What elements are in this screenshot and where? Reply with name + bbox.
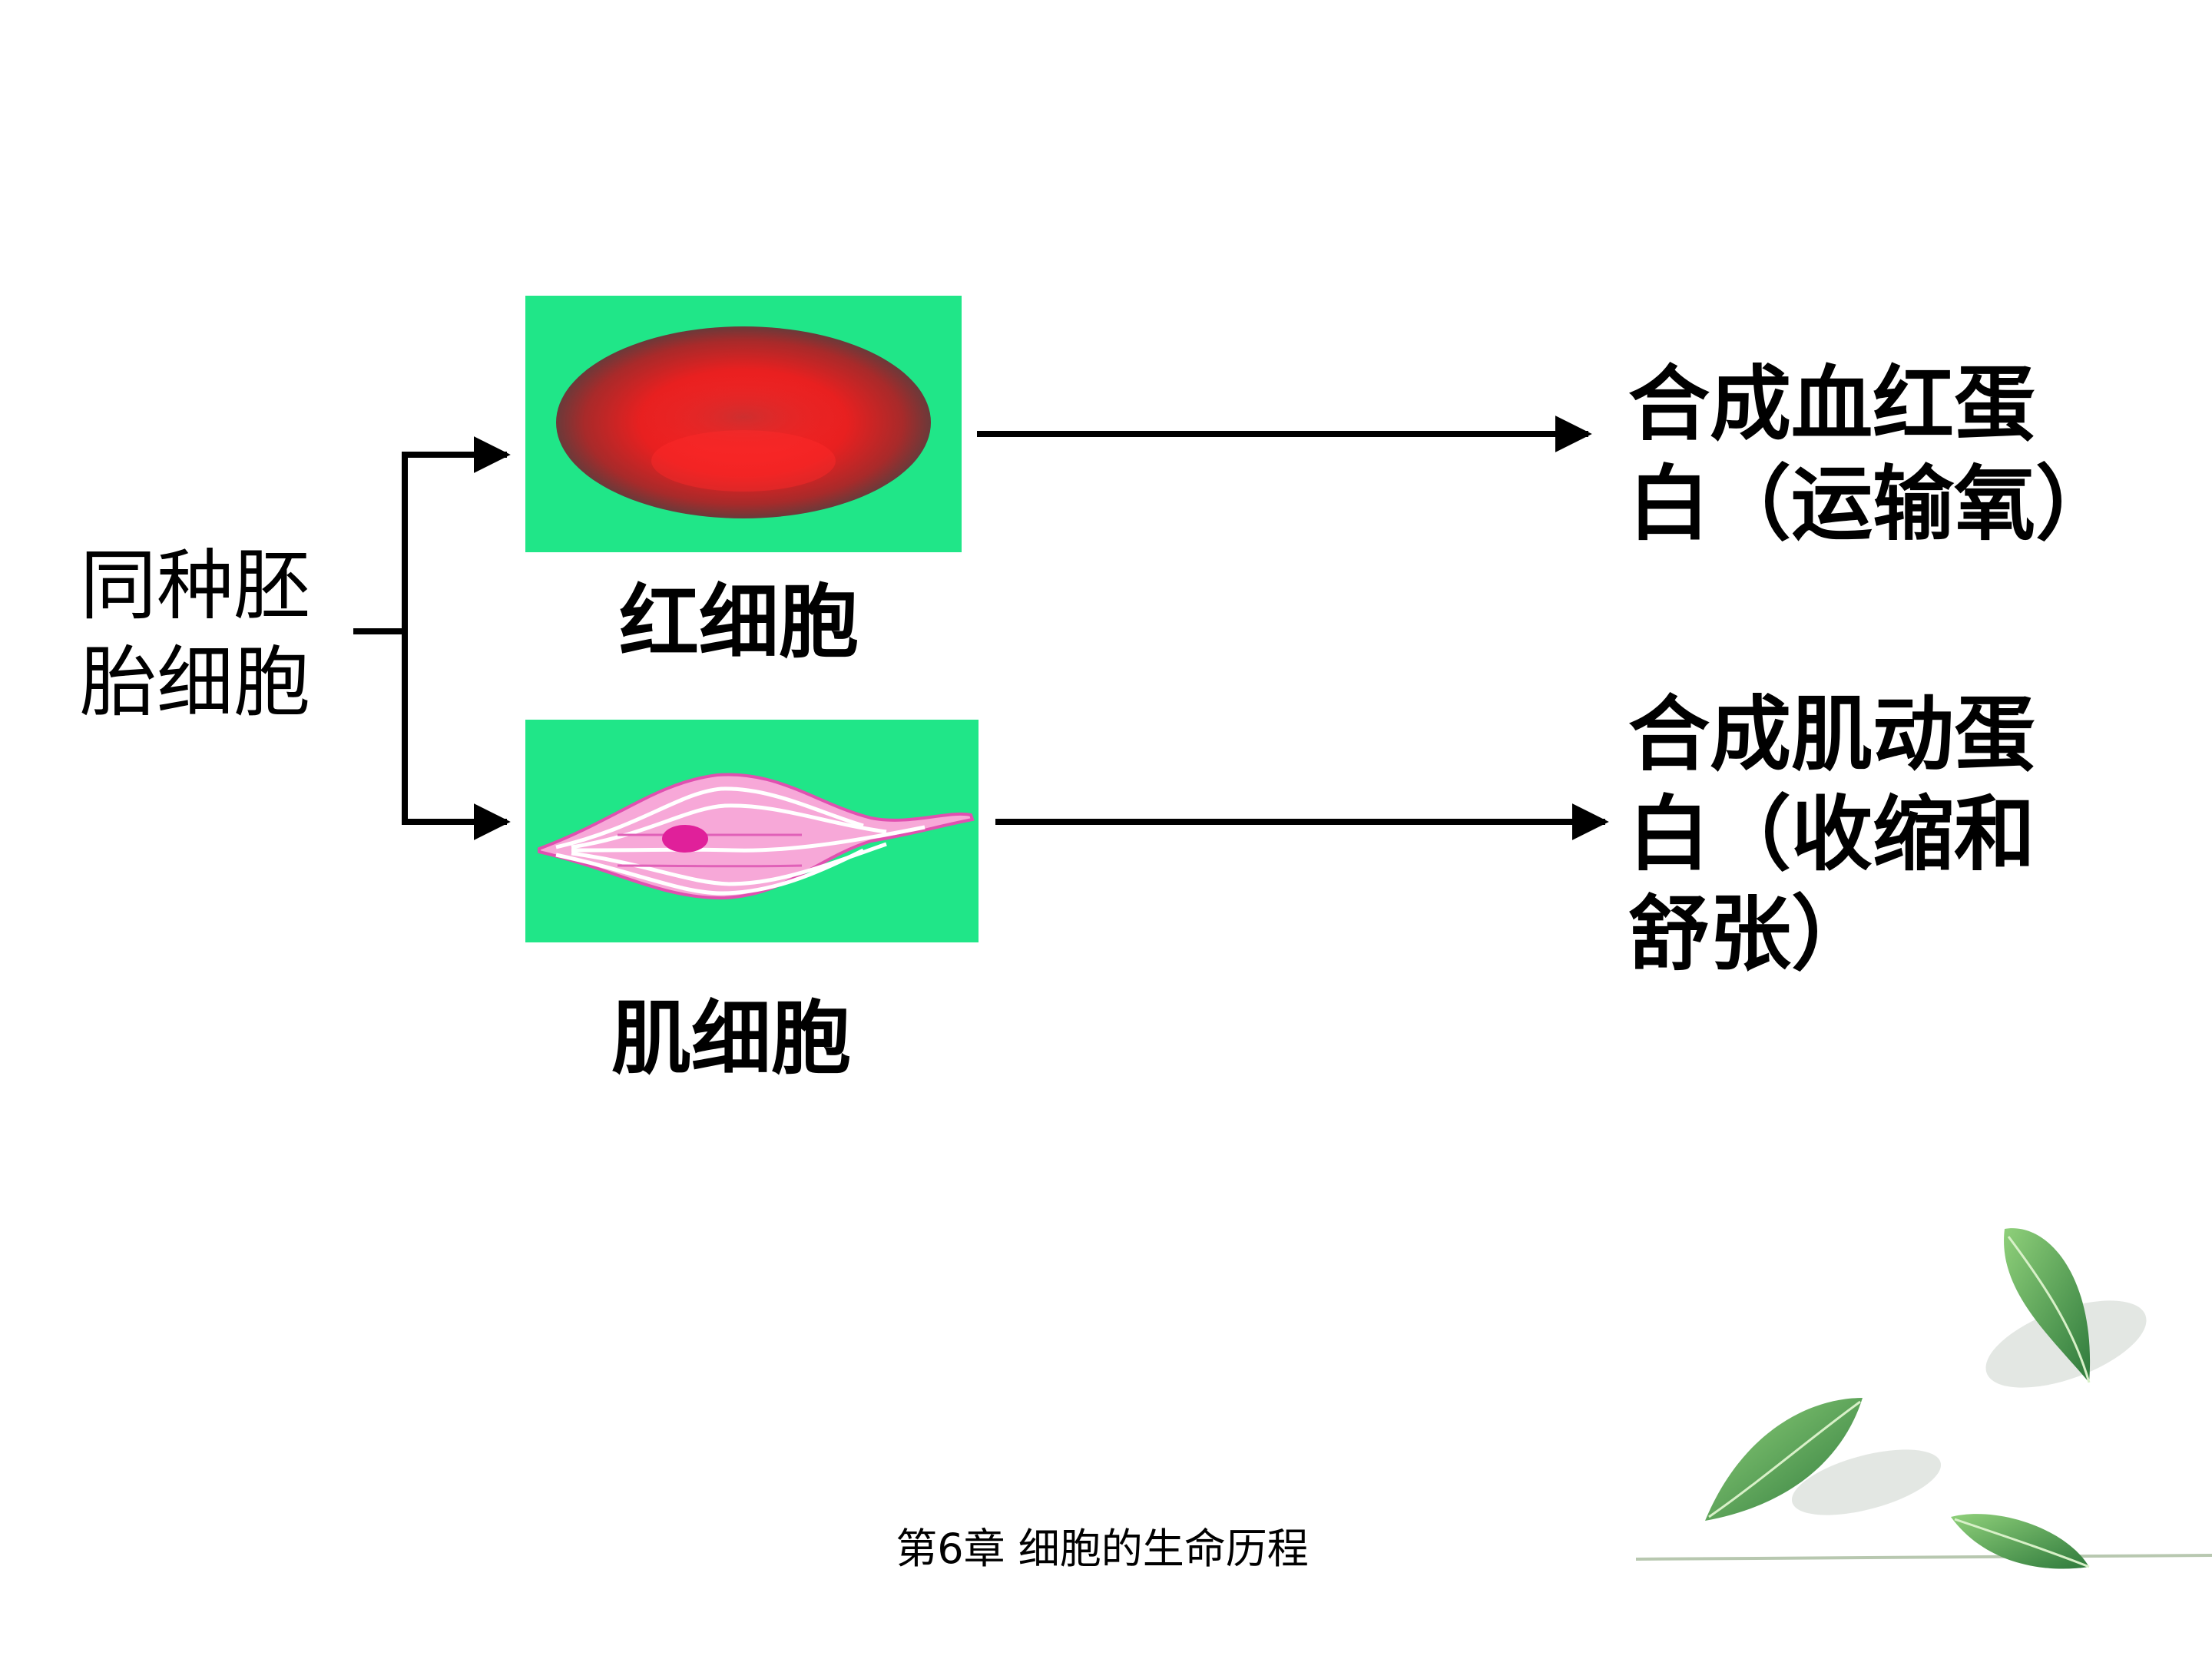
red-blood-cell-icon	[556, 326, 931, 518]
source-cell-label: 同种胚 胎细胞	[80, 538, 310, 731]
footer-text: 第6章 细胞的生命历程	[896, 1525, 1309, 1573]
footer-chapter-title: 第6章 细胞的生命历程	[0, 1525, 2212, 1574]
muscle-cell-icon	[538, 773, 975, 900]
leaf-bottom	[1951, 1514, 2090, 1569]
red-cell-result-line1: 合成血红蛋	[1628, 357, 2035, 452]
muscle-cell-result-line2: 白（收缩和	[1628, 787, 2035, 882]
muscle-cell-result-line1: 合成肌动蛋	[1628, 687, 2035, 782]
muscle-cell-result: 合成肌动蛋 白（收缩和 舒张）	[1628, 685, 2035, 985]
branch-connector	[353, 436, 511, 840]
leaf-middle	[1705, 1398, 1942, 1521]
muscle-cell-result-line3: 舒张）	[1628, 887, 1873, 982]
red-cell-result-line2: 白（运输氧）	[1628, 457, 2117, 551]
red-cell-label: 红细胞	[619, 575, 859, 669]
muscle-cell-image	[525, 720, 979, 942]
source-cell-label-line2: 胎细胞	[80, 637, 310, 727]
leaf-icon	[1636, 1228, 2212, 1569]
leaf-top	[1985, 1228, 2147, 1388]
red-cell-result: 合成血红蛋 白（运输氧）	[1628, 355, 2117, 555]
muscle-cell-label: 肌细胞	[611, 992, 852, 1085]
source-cell-label-line1: 同种胚	[80, 541, 310, 631]
red-cell-image	[525, 296, 962, 552]
